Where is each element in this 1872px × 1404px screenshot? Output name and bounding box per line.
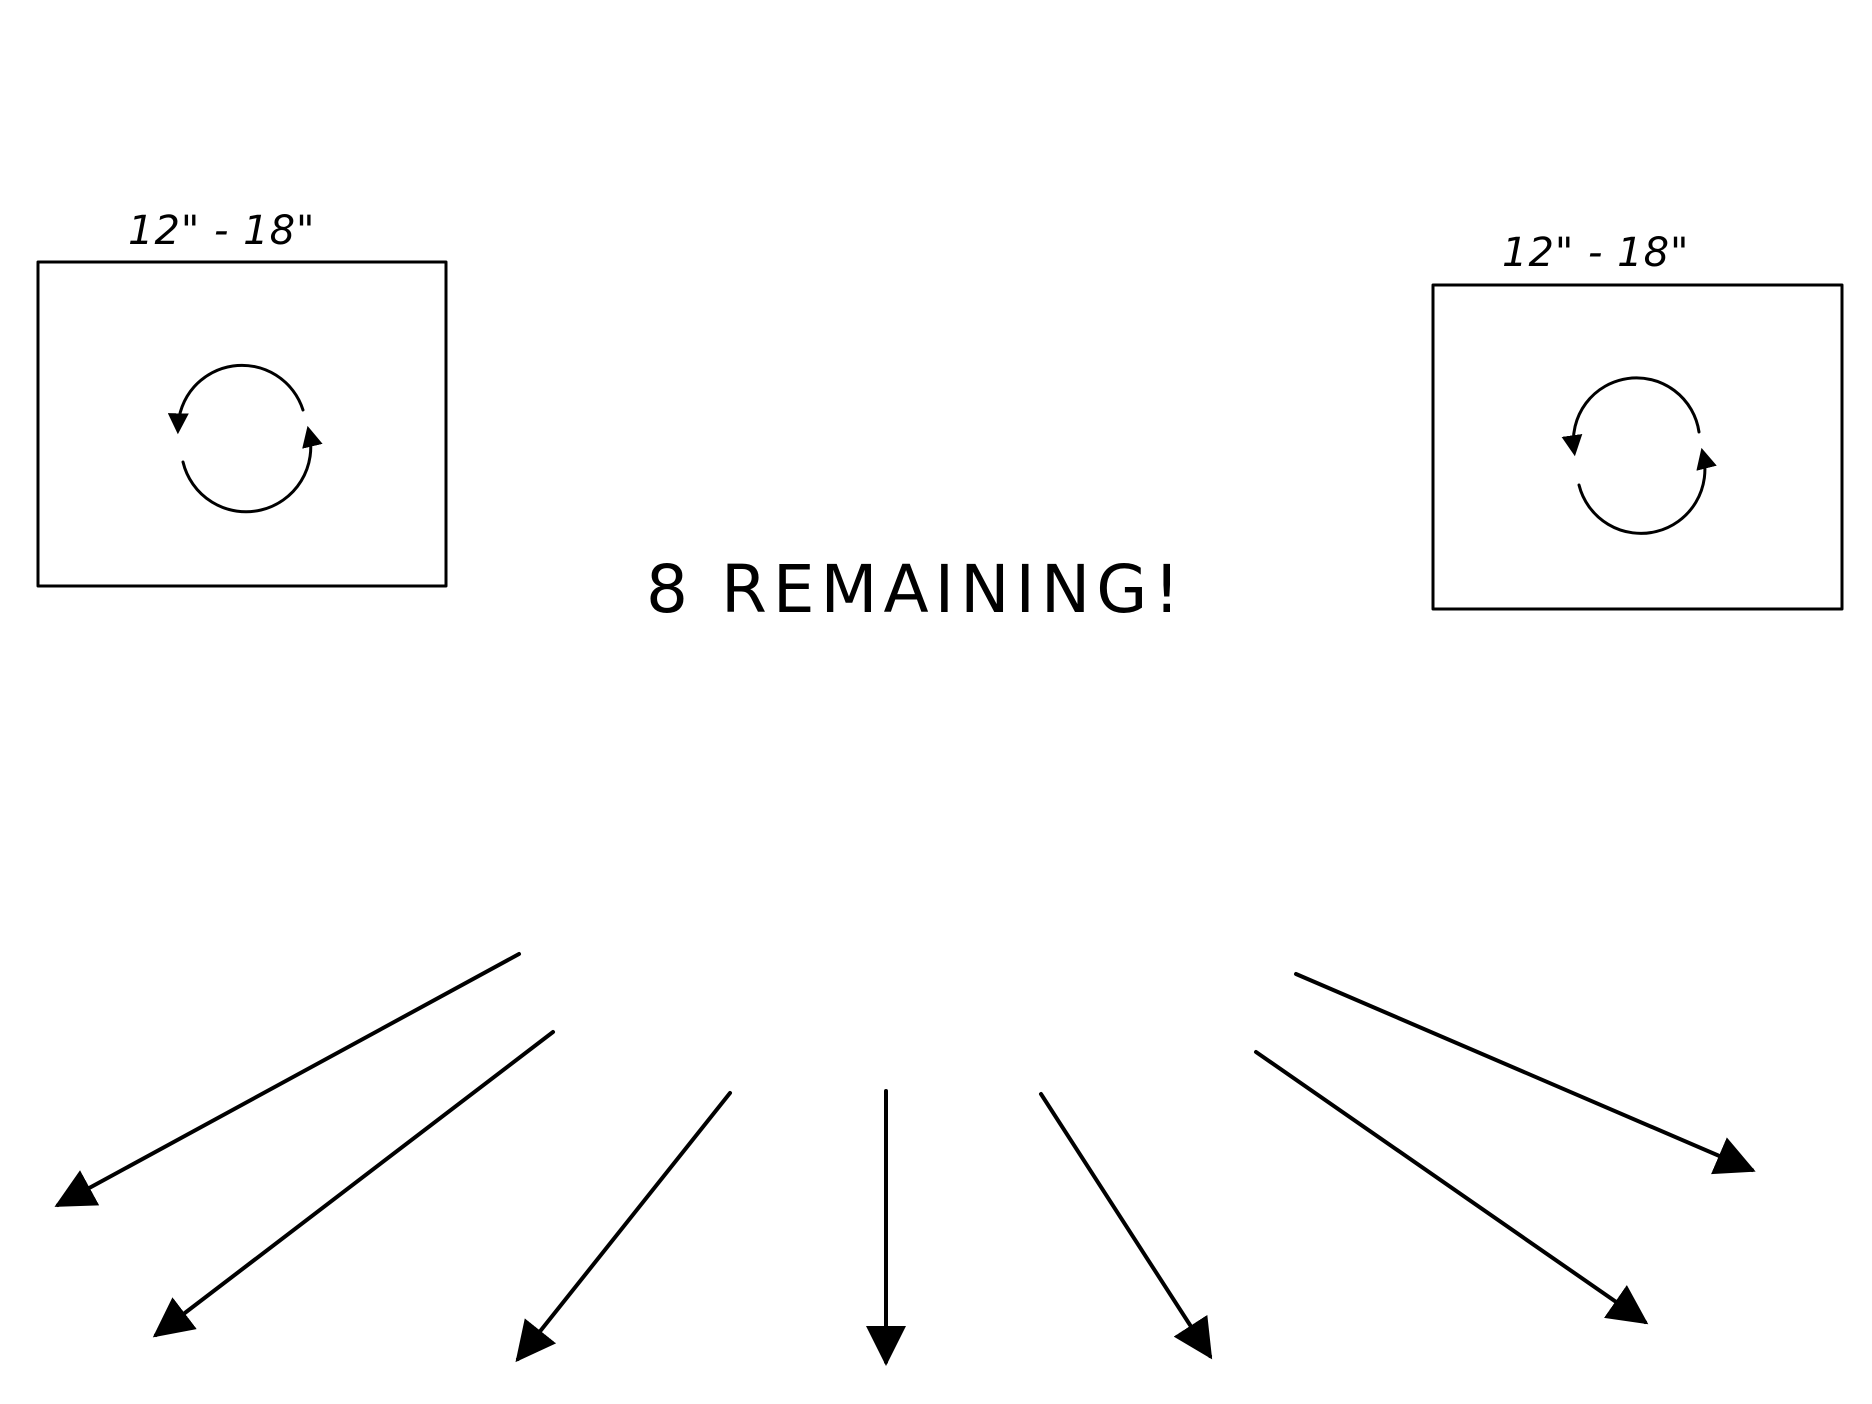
right-panel: 12" - 18" (1431, 230, 1844, 611)
left-panel-size-label: 12" - 18" (128, 208, 315, 254)
left-panel: 12" - 18" (36, 208, 448, 588)
rotate-icon (167, 363, 323, 514)
left-panel-frame (36, 260, 448, 588)
right-panel-size-label: 12" - 18" (1502, 230, 1689, 276)
rotate-icon (1561, 376, 1717, 535)
arrow-icon (1294, 972, 1756, 1175)
arrow-fan (54, 952, 1756, 1366)
arrow-icon (54, 952, 521, 1207)
right-panel-frame (1431, 283, 1844, 611)
arrow-icon (515, 1091, 732, 1363)
remaining-count-text: 8 REMAINING! (646, 551, 1186, 628)
arrow-icon (1254, 1050, 1649, 1325)
arrow-icon (152, 1030, 555, 1338)
arrow-icon (1039, 1092, 1213, 1360)
